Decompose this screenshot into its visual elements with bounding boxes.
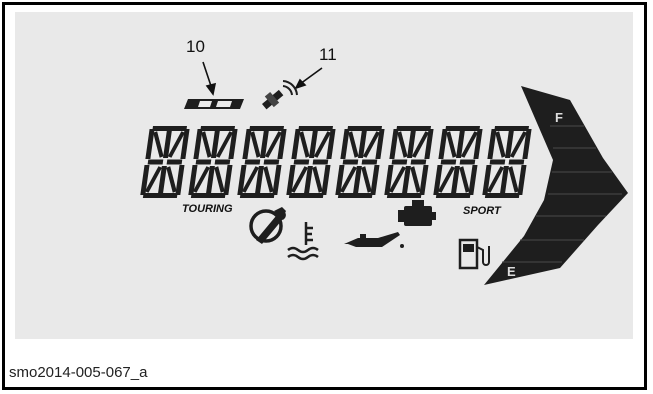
- check-engine-icon: [398, 200, 436, 226]
- fuel-empty-label: E: [507, 264, 516, 279]
- fuel-full-label: F: [555, 110, 563, 125]
- segment-digit: [140, 126, 190, 198]
- figure-caption: smo2014-005-067_a: [9, 364, 148, 381]
- fuel-pump-icon: [458, 238, 490, 270]
- callout-arrow-11: [294, 67, 323, 90]
- segment-digit: [286, 126, 336, 198]
- gps-satellite-icon: [262, 80, 298, 110]
- callout-10: 10: [186, 37, 205, 56]
- callout-11: 11: [319, 45, 337, 64]
- fuel-gauge: F E: [484, 86, 628, 285]
- coolant-temperature-icon: [287, 222, 319, 261]
- callout-arrow-10: [202, 61, 217, 96]
- segment-digit: [335, 126, 385, 198]
- segment-digit: [482, 126, 532, 198]
- oil-pressure-icon: [344, 232, 404, 248]
- segment-digit: [188, 126, 238, 198]
- mode-badge-icon: [184, 99, 244, 109]
- wrench-icon: [249, 207, 286, 244]
- segment-digit: [433, 126, 483, 198]
- segment-display: [140, 126, 532, 198]
- display-panel: [15, 12, 633, 339]
- sport-label: SPORT: [463, 205, 502, 217]
- segment-digit: [384, 126, 434, 198]
- touring-label: TOURING: [182, 203, 233, 215]
- segment-digit: [237, 126, 287, 198]
